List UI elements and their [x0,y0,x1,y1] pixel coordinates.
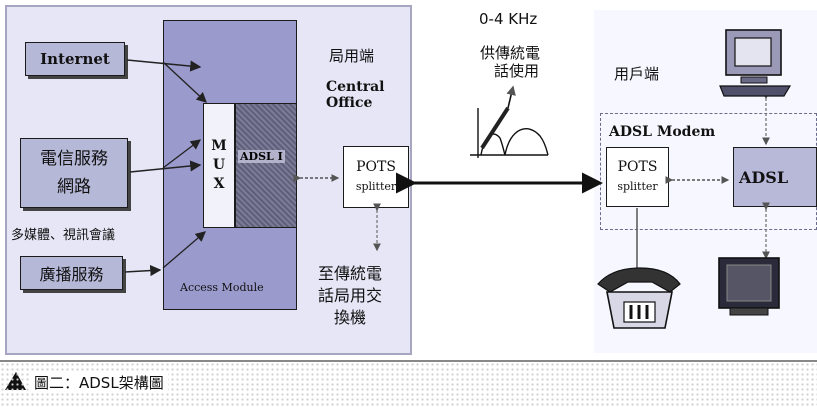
telecom-label-line-2: 網路 [57,177,91,197]
internet-arrow [126,59,202,72]
mux-letter-u: U [212,157,226,173]
broadcast-service-box: 廣播服務 [20,256,123,290]
central-office-en-label: Central Office [326,79,384,111]
frequency-label: 0-4 KHz [479,10,538,28]
pots-central-sub: splitter [355,180,397,193]
internet-box: Internet [25,42,125,76]
pots-splitter-central: POTS splitter [343,146,409,208]
switch-note: 至傳統電 話局用交 換機 [318,263,382,329]
caption-divider [0,360,817,362]
mux-letter-m: M [211,138,227,154]
switch-note-line-2: 話局用交 [318,286,383,305]
central-office-cn-label: 局用端 [329,47,375,65]
mux-letter-x: X [213,176,225,192]
frequency-note-line-2: 話使用 [494,62,540,80]
broadcast-arrow [124,264,162,277]
figure-caption: 圖二：ADSL架構圖 [30,372,168,393]
central-office-en-line-1: Central [326,79,385,95]
television-icon [718,257,780,316]
computer-icon [719,29,792,97]
adsl-modem-unit: ADSL [733,147,817,207]
internet-label: Internet [40,50,110,68]
telecom-network-box: 電信服務 網路 [20,138,128,208]
multimedia-note: 多媒體、視訊會議 [11,228,116,243]
adsl-card-label: ADSL I [238,150,285,163]
telecom-label-line-1: 電信服務 [40,149,108,169]
frequency-note: 供傳統電 話使用 [480,44,540,80]
switch-note-line-3: 換機 [334,308,367,327]
telecom-arrow [129,160,202,173]
broadcast-to-mux-arrow [162,231,206,269]
telecom-to-mux-arrow [162,139,202,169]
switch-note-line-1: 至傳統電 [318,264,383,283]
spectrum-graph-icon [470,85,549,158]
pots-user-title: POTS [617,159,658,175]
pots-user-sub: splitter [617,180,658,193]
adsl-unit-label: ADSL [739,167,789,187]
pots-central-title: POTS [356,159,396,175]
broadcast-label: 廣播服務 [39,265,104,284]
access-module-label: Access Module [180,281,264,294]
user-end-label: 用戶端 [614,65,660,83]
pots-splitter-user: POTS splitter [606,147,669,207]
central-office-en-line-2: Office [326,95,373,111]
mux-box: M U X [203,103,235,228]
frequency-note-line-1: 供傳統電 [480,44,541,62]
internet-to-mux-arrow [162,61,207,103]
telephone-icon [597,267,681,329]
adsl-card-stack [235,103,297,228]
adsl-modem-label: ADSL Modem [609,124,716,140]
